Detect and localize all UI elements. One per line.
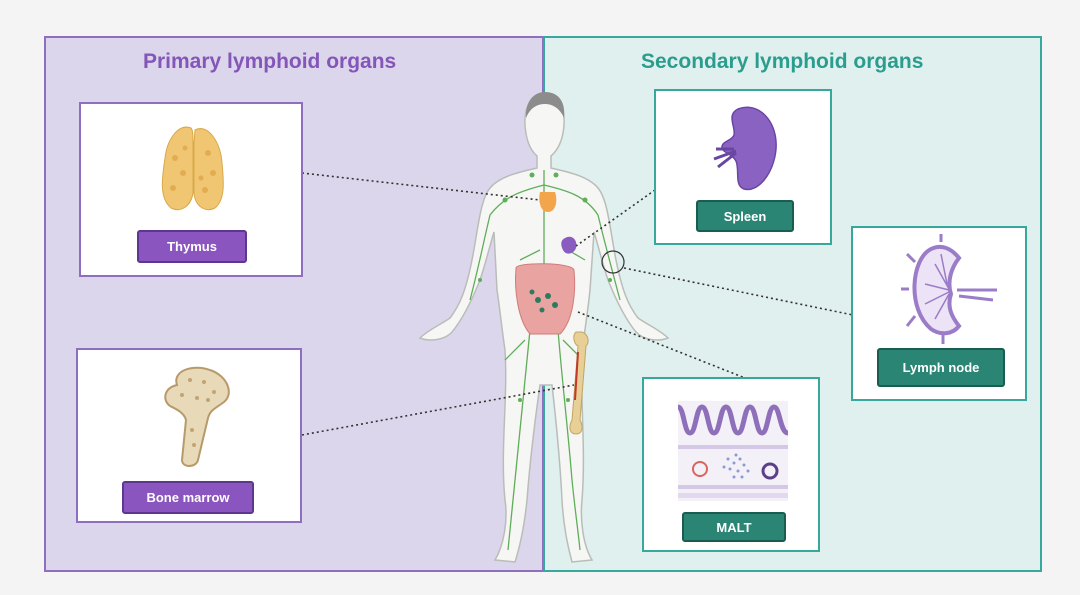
bone-icon: [164, 366, 230, 467]
intestines-in-body: [515, 263, 576, 335]
femur-in-body: [569, 331, 589, 435]
lymph-node-icon: [901, 234, 997, 344]
spleen-in-body: [561, 236, 577, 254]
thymus-card: Thymus: [79, 102, 303, 277]
thymus-label: Thymus: [137, 230, 247, 263]
spleen-icon: [713, 106, 777, 191]
lymph-node-label: Lymph node: [877, 348, 1005, 387]
bone-marrow-label: Bone marrow: [122, 481, 254, 514]
spleen-card: Spleen: [654, 89, 832, 245]
spleen-connector: [575, 189, 656, 247]
thymus-in-body: [539, 192, 557, 212]
malt-connector: [577, 311, 746, 379]
secondary-heading: Secondary lymphoid organs: [641, 50, 924, 73]
bone-marrow-connector: [301, 384, 575, 436]
thymus-icon: [161, 126, 224, 211]
malt-tissue-icon: [678, 401, 788, 501]
intestine-malt-patches: [529, 289, 558, 313]
primary-heading: Primary lymphoid organs: [143, 50, 397, 73]
lymph-node-card: Lymph node: [851, 226, 1027, 401]
spleen-label: Spleen: [696, 200, 794, 232]
lymph-node-connector: [623, 267, 854, 316]
axillary-node-marker: [601, 250, 625, 274]
malt-label: MALT: [682, 512, 786, 542]
bone-marrow-card: Bone marrow: [76, 348, 302, 523]
malt-card: MALT: [642, 377, 820, 552]
thymus-connector: [301, 172, 541, 201]
